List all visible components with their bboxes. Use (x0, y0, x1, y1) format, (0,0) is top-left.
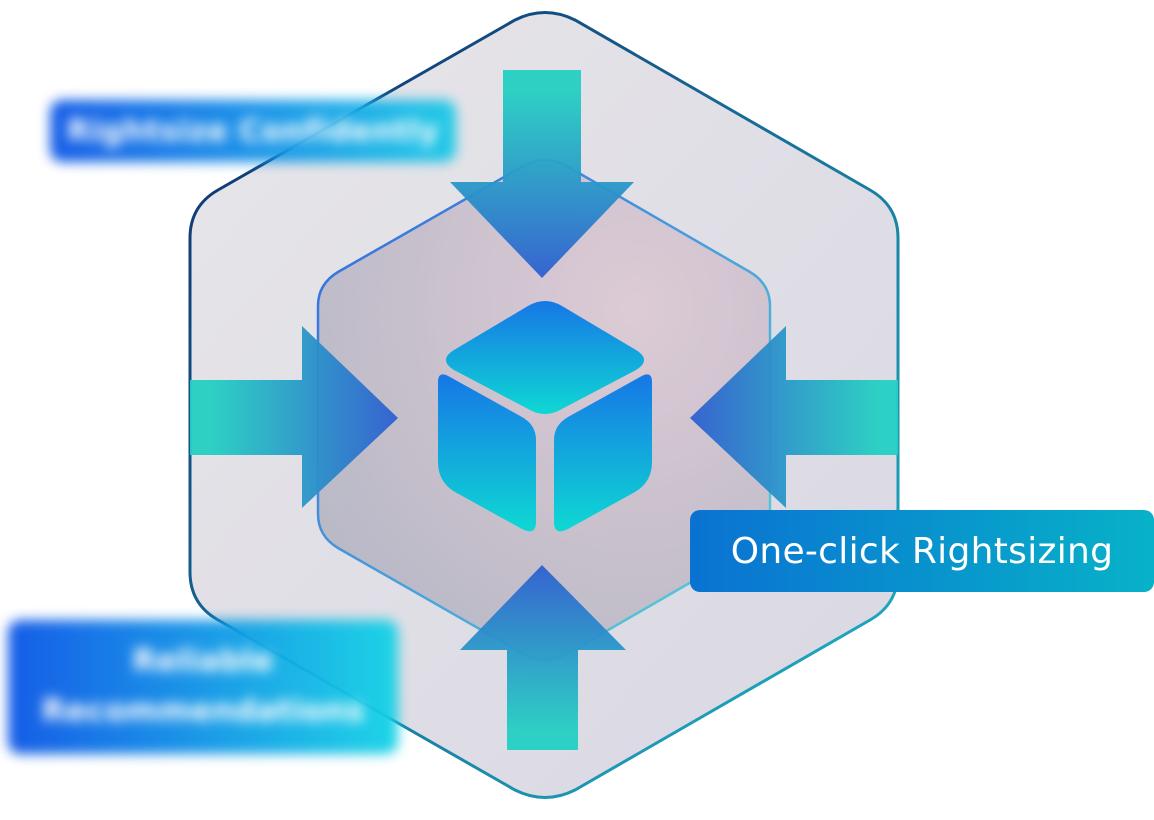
one-click-rightsizing-text: One-click Rightsizing (730, 530, 1114, 572)
arrow-down-icon (450, 70, 634, 278)
reliable-line1: Reliable (132, 643, 274, 680)
arrow-right-icon (190, 326, 398, 508)
arrow-left-icon (690, 326, 898, 508)
arrow-up-icon (460, 565, 626, 750)
one-click-rightsizing-label: One-click Rightsizing (690, 510, 1154, 592)
rightsize-confidently-label: Rightsize Confidently (50, 100, 456, 162)
rightsize-confidently-text: Rightsize Confidently (66, 113, 440, 149)
cube-icon (438, 301, 652, 532)
reliable-line2: Recommendations (41, 693, 365, 729)
reliable-recommendations-label: Reliable Recommendations (8, 620, 398, 754)
